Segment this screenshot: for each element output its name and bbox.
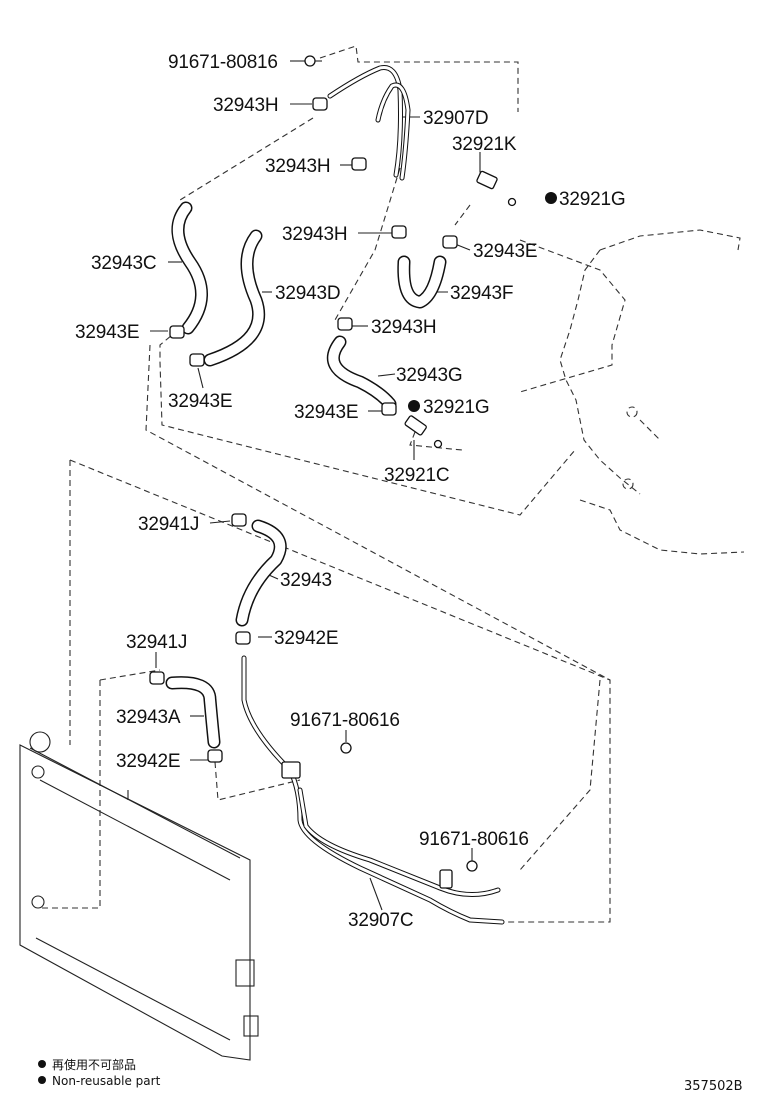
label-32921C: 32921C [384, 465, 449, 486]
label-32921G-a: 32921G [559, 189, 625, 210]
hoses [165, 201, 447, 749]
radiator-outline [19, 731, 259, 1061]
leader-lines [150, 60, 491, 911]
label-32943H-b: 32943H [265, 156, 330, 177]
label-32943E-a: 32943E [473, 241, 537, 262]
label-32943A: 32943A [116, 707, 181, 728]
diagram-ref-number: 357502B [684, 1079, 743, 1094]
label-32943D: 32943D [275, 283, 340, 304]
legend: 再使用不可部品 Non-reusable part [38, 1057, 161, 1088]
label-91671-80616-a: 91671-80616 [290, 710, 400, 731]
engine-outline [559, 229, 745, 555]
label-32942E-b: 32942E [116, 751, 180, 772]
label-32943F: 32943F [450, 283, 513, 304]
fittings [149, 55, 557, 889]
label-32943G: 32943G [396, 365, 462, 386]
label-32943E-b: 32943E [75, 322, 139, 343]
label-32943H-c: 32943H [282, 224, 347, 245]
label-91671-80816: 91671-80816 [168, 52, 278, 73]
label-32943: 32943 [280, 570, 332, 591]
label-32943H-d: 32943H [371, 317, 436, 338]
legend-dot-icon [38, 1060, 46, 1068]
pipes [241, 64, 505, 925]
label-32942E-a: 32942E [274, 628, 338, 649]
dashed-boundaries [40, 45, 626, 923]
label-32943E-c: 32943E [168, 391, 232, 412]
label-32921G-b: 32921G [423, 397, 489, 418]
label-32941J-a: 32941J [138, 514, 199, 535]
label-32907D: 32907D [423, 108, 488, 129]
label-32907C: 32907C [348, 910, 413, 931]
legend-text-cn: 再使用不可部品 [52, 1057, 136, 1072]
label-32943E-d: 32943E [294, 402, 358, 423]
label-32921K: 32921K [452, 134, 517, 155]
label-32941J-b: 32941J [126, 632, 187, 653]
legend-text-en: Non-reusable part [52, 1074, 161, 1088]
part-labels: 91671-80816 32943H 32907D 32921K 32943H … [75, 52, 626, 931]
legend-dot-icon [38, 1076, 46, 1084]
label-91671-80616-b: 91671-80616 [419, 829, 529, 850]
label-32943H-a: 32943H [213, 95, 278, 116]
label-32943C: 32943C [91, 253, 156, 274]
